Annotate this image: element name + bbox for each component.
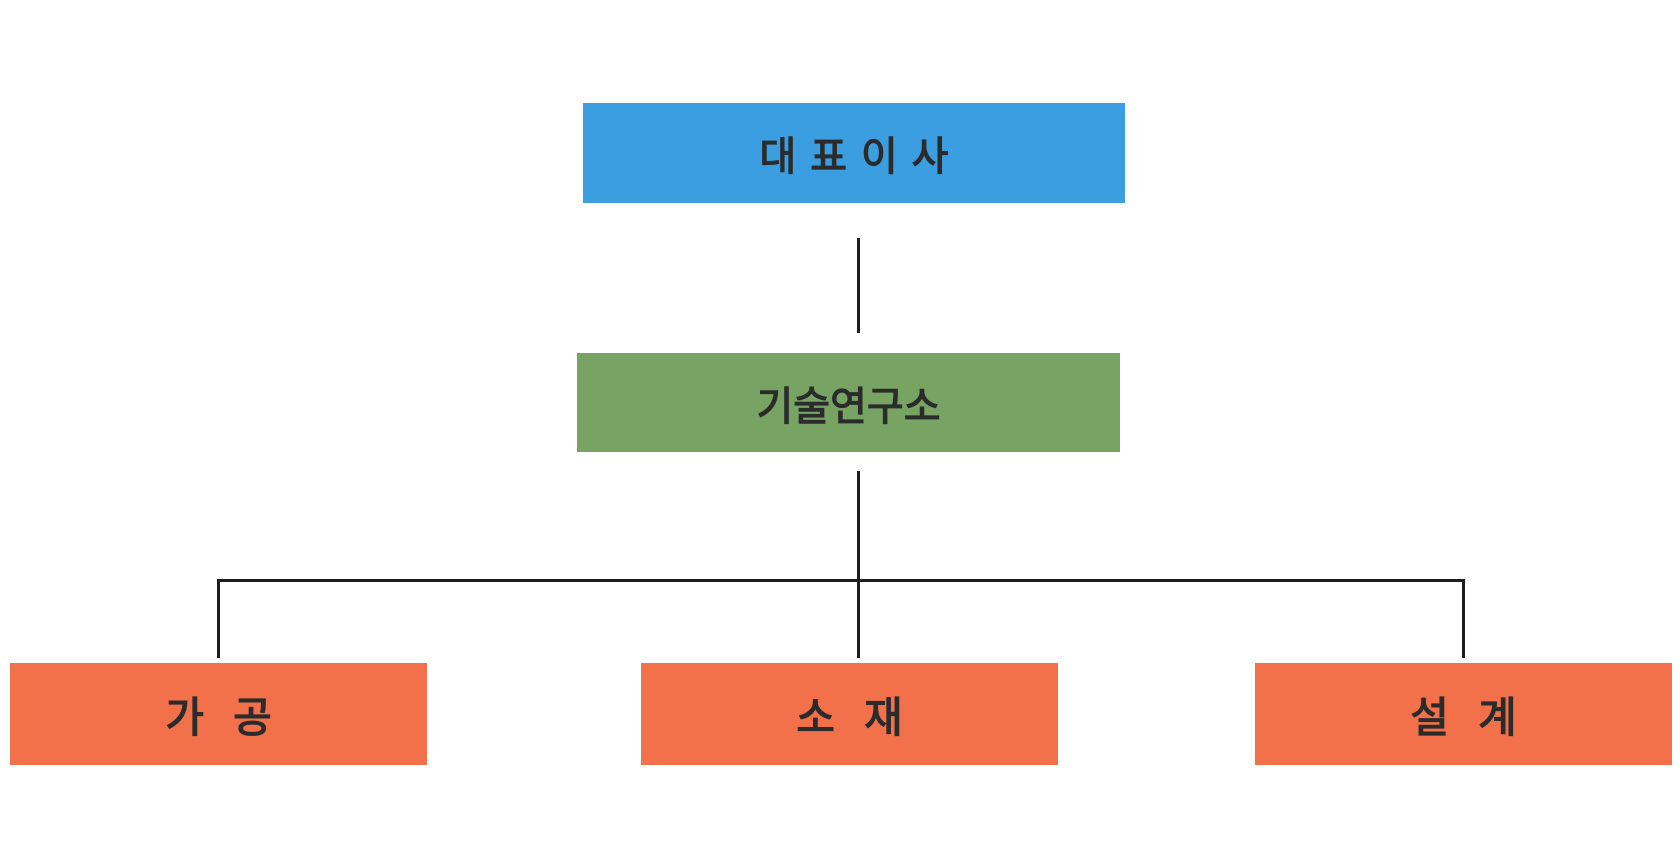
node-team-design: 설 계 [1255,663,1672,765]
node-team-processing-label: 가 공 [165,692,272,742]
node-research-lab-label: 기술연구소 [756,383,941,430]
connector-team-bus [217,579,1465,582]
node-team-processing: 가 공 [10,663,427,765]
connector-lab-to-teams [857,471,860,658]
node-ceo: 대 표 이 사 [583,103,1125,203]
node-ceo-label: 대 표 이 사 [759,134,949,180]
node-research-lab: 기술연구소 [577,353,1120,452]
connector-drop-design [1462,579,1465,658]
node-team-material-label: 소 재 [796,692,903,742]
connector-ceo-to-lab [857,238,860,333]
node-team-material: 소 재 [641,663,1058,765]
node-team-design-label: 설 계 [1410,692,1517,742]
connector-drop-processing [217,579,220,658]
